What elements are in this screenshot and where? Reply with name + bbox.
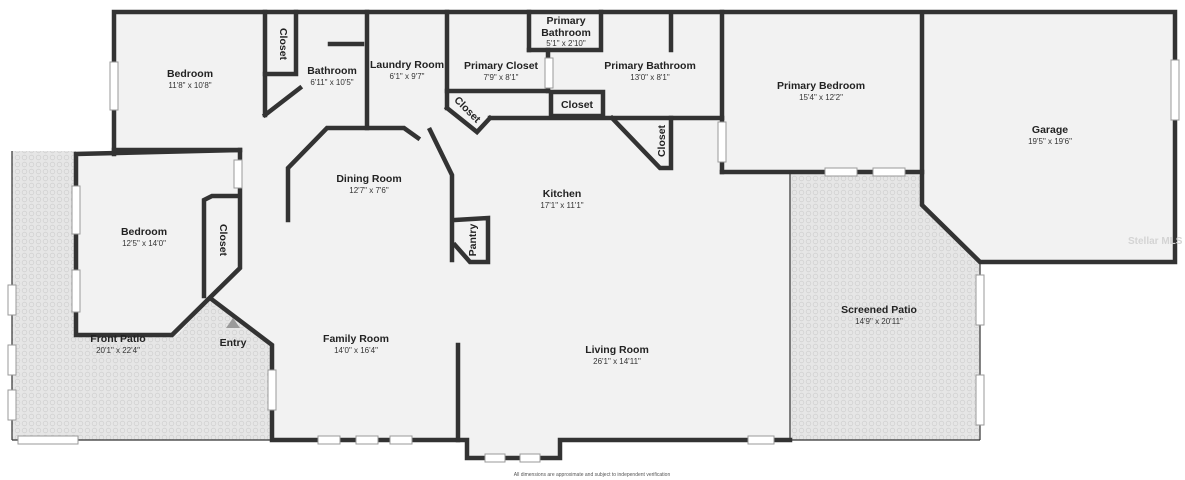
family-room-name: Family Room [323, 333, 389, 345]
windows [7, 57, 1180, 463]
footer-disclaimer: All dimensions are approximate and subje… [514, 472, 671, 478]
primary-bathroom-small-name-2: Bathroom [541, 27, 591, 39]
family-room-dims: 14'0" x 16'4" [334, 346, 378, 355]
laundry-room-name: Laundry Room [370, 59, 444, 71]
bathroom-name: Bathroom [307, 65, 357, 77]
kitchen-name: Kitchen [543, 188, 582, 200]
dining-room-dims: 12'7" x 7'6" [349, 186, 389, 195]
front-patio-dims: 20'1" x 22'4" [96, 346, 140, 355]
primary-bathroom-dims: 13'0" x 8'1" [630, 73, 670, 82]
watermark: Stellar MLS [1128, 236, 1183, 247]
pantry-name: Pantry [467, 224, 479, 257]
front-patio-name: Front Patio [90, 333, 145, 345]
bedroom-top-dims: 11'8" x 10'8" [168, 81, 211, 90]
walls [11, 9, 1178, 461]
closet-top-left-name: Closet [277, 28, 289, 61]
garage-name: Garage [1032, 124, 1068, 136]
closet-primary-bath-name: Closet [561, 99, 594, 111]
bathroom-dims: 6'11" x 10'5" [310, 78, 353, 87]
dining-room-name: Dining Room [336, 173, 401, 185]
primary-bathroom-name: Primary Bathroom [604, 60, 696, 72]
screened-patio-dims: 14'9" x 20'11" [855, 317, 903, 326]
screened-patio-floor [790, 172, 980, 440]
front-patio-floor [12, 151, 272, 440]
bedroom-left-dims: 12'5" x 14'0" [122, 239, 166, 248]
kitchen-dims: 17'1" x 11'1" [540, 201, 583, 210]
closet-bedroom-left-name: Closet [217, 224, 229, 257]
garage-dims: 19'5" x 19'6" [1028, 137, 1072, 146]
screened-patio-name: Screened Patio [841, 304, 917, 316]
closet-kitchen-name: Closet [656, 124, 668, 157]
primary-closet-dims: 7'9" x 8'1" [484, 73, 519, 82]
primary-bathroom-small-dims: 5'1" x 2'10" [546, 39, 586, 48]
primary-closet-name: Primary Closet [464, 60, 539, 72]
entry-arrow-icon [226, 318, 240, 328]
bedroom-top-name: Bedroom [167, 68, 213, 80]
interior-floor [76, 12, 1175, 458]
primary-bedroom-name: Primary Bedroom [777, 80, 865, 92]
living-room-dims: 26'1" x 14'11" [593, 357, 641, 366]
laundry-room-dims: 6'1" x 9'7" [390, 72, 425, 81]
living-room-name: Living Room [585, 344, 649, 356]
bedroom-left-name: Bedroom [121, 226, 167, 238]
room-labels: Bedroom 11'8" x 10'8" Closet Bathroom 6'… [90, 15, 1072, 366]
primary-bedroom-dims: 15'4" x 12'2" [799, 93, 843, 102]
entry-name: Entry [220, 337, 247, 349]
primary-bathroom-small-name-1: Primary [546, 15, 585, 27]
